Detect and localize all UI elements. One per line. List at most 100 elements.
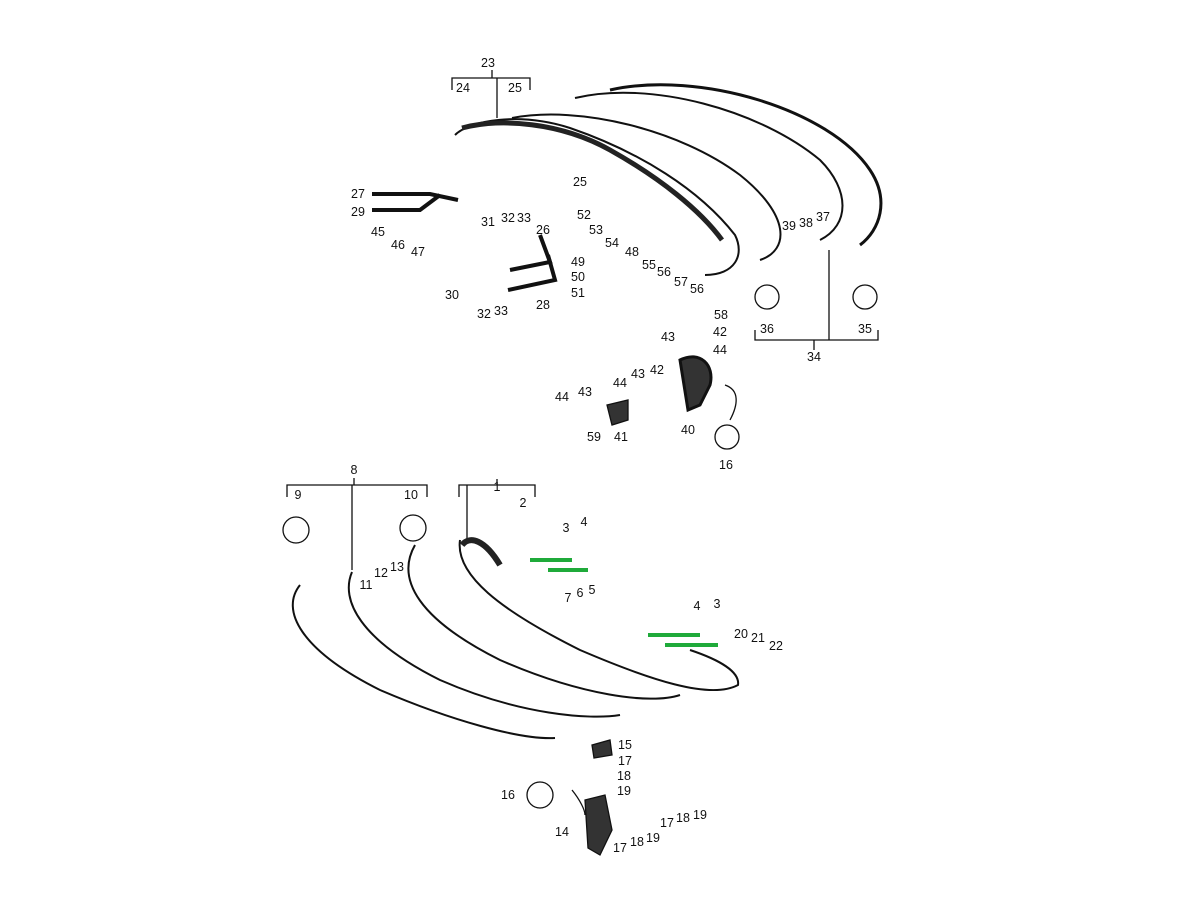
part-number-label-39: 39 bbox=[782, 219, 796, 233]
rear-bumper-bar-inner bbox=[461, 120, 725, 242]
part-number-label-42: 42 bbox=[713, 325, 727, 339]
part-number-label-49: 49 bbox=[571, 255, 585, 269]
front-bumper-rubber-strip bbox=[347, 571, 621, 718]
part-number-label-17: 17 bbox=[613, 841, 627, 855]
callout-bracket-23 bbox=[451, 70, 531, 118]
part-number-label-19: 19 bbox=[693, 808, 707, 822]
callout-bracket-34 bbox=[754, 250, 879, 350]
part-number-label-11: 11 bbox=[359, 578, 373, 592]
part-number-label-21: 21 bbox=[751, 631, 765, 645]
detail-circle-9 bbox=[282, 516, 310, 544]
part-number-label-55: 55 bbox=[642, 258, 656, 272]
front-brackets-green bbox=[530, 558, 718, 647]
part-number-label-34: 34 bbox=[807, 350, 821, 364]
part-number-label-29: 29 bbox=[351, 205, 365, 219]
part-number-label-1: 1 bbox=[493, 480, 501, 494]
front-bumper-seal bbox=[291, 584, 556, 740]
part-number-label-17: 17 bbox=[660, 816, 674, 830]
part-number-label-27: 27 bbox=[351, 187, 365, 201]
part-number-label-54: 54 bbox=[605, 236, 619, 250]
part-number-label-57: 57 bbox=[674, 275, 688, 289]
part-number-label-3: 3 bbox=[562, 521, 570, 535]
rear-bumper-bar bbox=[454, 118, 740, 276]
detail-circle-36 bbox=[754, 284, 780, 310]
part-number-label-31: 31 bbox=[481, 215, 495, 229]
part-number-label-18: 18 bbox=[617, 769, 631, 783]
seal-16-bottom bbox=[571, 789, 586, 816]
rear-bumper-trim-strip bbox=[511, 113, 782, 261]
part-number-label-51: 51 bbox=[571, 286, 585, 300]
part-number-label-18: 18 bbox=[676, 811, 690, 825]
part-number-label-32: 32 bbox=[501, 211, 515, 225]
part-number-label-33: 33 bbox=[517, 211, 531, 225]
part-number-label-44: 44 bbox=[613, 376, 627, 390]
bracket-26 bbox=[509, 234, 553, 272]
part-number-label-17: 17 bbox=[618, 754, 632, 768]
part-number-label-44: 44 bbox=[713, 343, 727, 357]
part-number-label-15: 15 bbox=[618, 738, 632, 752]
part-number-label-24: 24 bbox=[456, 81, 470, 95]
rear-bumper-rubber-strip bbox=[574, 91, 844, 241]
part-number-label-52: 52 bbox=[577, 208, 591, 222]
part-number-label-59: 59 bbox=[587, 430, 601, 444]
detail-circle-16-top bbox=[714, 424, 740, 450]
part-number-label-19: 19 bbox=[646, 831, 660, 845]
part-number-label-56: 56 bbox=[690, 282, 704, 296]
part-number-label-20: 20 bbox=[734, 627, 748, 641]
part-number-label-53: 53 bbox=[589, 223, 603, 237]
part-number-label-16: 16 bbox=[719, 458, 733, 472]
part-number-label-9: 9 bbox=[294, 488, 302, 502]
bracket-29 bbox=[372, 193, 442, 212]
part-number-label-47: 47 bbox=[411, 245, 425, 259]
bracket-28 bbox=[507, 254, 558, 292]
part-number-label-4: 4 bbox=[693, 599, 701, 613]
part-number-label-25: 25 bbox=[508, 81, 522, 95]
bracket-27 bbox=[372, 192, 459, 202]
part-number-label-28: 28 bbox=[536, 298, 550, 312]
part-number-label-48: 48 bbox=[625, 245, 639, 259]
callout-bracket-1 bbox=[458, 479, 536, 540]
part-number-label-56: 56 bbox=[657, 265, 671, 279]
part-number-label-37: 37 bbox=[816, 210, 830, 224]
part-number-label-19: 19 bbox=[617, 784, 631, 798]
front-bumper-bar bbox=[458, 539, 740, 692]
part-number-label-46: 46 bbox=[391, 238, 405, 252]
part-number-label-8: 8 bbox=[350, 463, 358, 477]
part-number-label-58: 58 bbox=[714, 308, 728, 322]
front-bumper-trim-strip bbox=[407, 544, 681, 700]
part-number-label-32: 32 bbox=[477, 307, 491, 321]
part-number-label-43: 43 bbox=[578, 385, 592, 399]
front-overrider-14 bbox=[584, 794, 613, 856]
rear-overrider-41 bbox=[606, 399, 629, 426]
callout-bracket-8 bbox=[286, 478, 428, 570]
part-number-label-41: 41 bbox=[614, 430, 628, 444]
detail-circle-10 bbox=[399, 514, 427, 542]
detail-circle-16-bottom bbox=[526, 781, 554, 809]
part-number-label-44: 44 bbox=[555, 390, 569, 404]
rear-bumper-seal bbox=[609, 83, 883, 247]
part-number-label-10: 10 bbox=[404, 488, 418, 502]
part-number-label-36: 36 bbox=[760, 322, 774, 336]
part-number-label-6: 6 bbox=[576, 586, 584, 600]
part-number-label-33: 33 bbox=[494, 304, 508, 318]
part-number-label-43: 43 bbox=[631, 367, 645, 381]
part-number-label-42: 42 bbox=[650, 363, 664, 377]
part-number-label-13: 13 bbox=[390, 560, 404, 574]
rear-overrider-40 bbox=[678, 355, 713, 413]
part-number-label-2: 2 bbox=[519, 496, 527, 510]
part-number-label-40: 40 bbox=[681, 423, 695, 437]
part-number-label-14: 14 bbox=[555, 825, 569, 839]
part-number-label-18: 18 bbox=[630, 835, 644, 849]
part-number-label-4: 4 bbox=[580, 515, 588, 529]
part-number-label-12: 12 bbox=[374, 566, 388, 580]
detail-circle-35 bbox=[852, 284, 878, 310]
front-bumper-bar-end bbox=[459, 537, 503, 567]
part-number-label-16: 16 bbox=[501, 788, 515, 802]
overrider-cap-15 bbox=[591, 739, 613, 759]
part-number-label-7: 7 bbox=[564, 591, 572, 605]
part-number-label-5: 5 bbox=[588, 583, 596, 597]
part-number-label-26: 26 bbox=[536, 223, 550, 237]
part-number-label-45: 45 bbox=[371, 225, 385, 239]
